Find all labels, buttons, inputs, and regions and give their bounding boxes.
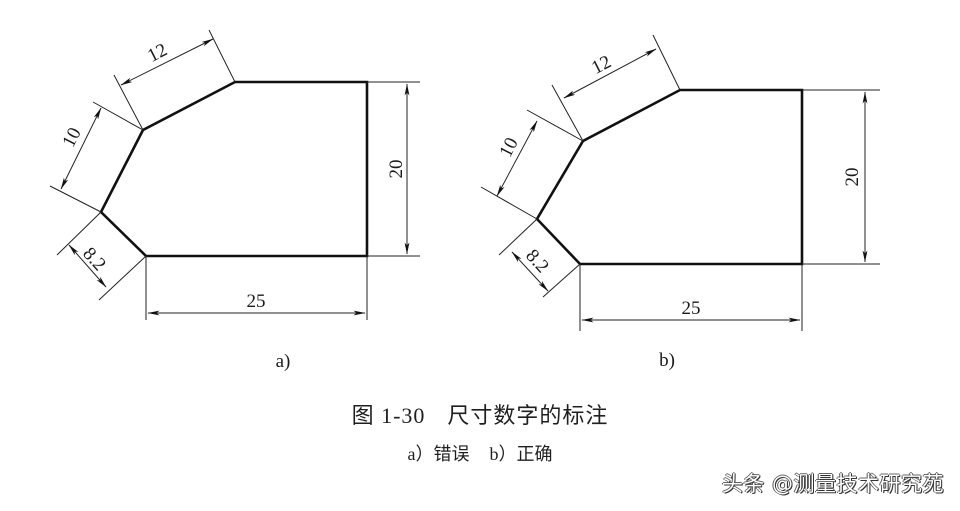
dim-8-2-a: 8.2 (78, 243, 109, 275)
dim-8-2-b: 8.2 (521, 245, 552, 277)
subcaption-b: b）正确 (489, 444, 553, 464)
dim-20-a: 20 (386, 160, 407, 179)
extension-lines-a (49, 29, 420, 320)
watermark: 头条 @测量技术研究苑 (721, 472, 944, 496)
dim-25-b: 25 (682, 298, 701, 319)
dimension-lines-b (496, 48, 868, 323)
panel-label-a: a) (276, 351, 291, 372)
panel-label-b: b) (659, 350, 675, 371)
figure-number: 图 1-30 (351, 403, 426, 428)
dim-12-b: 12 (588, 51, 614, 78)
dim-20-b: 20 (842, 168, 863, 187)
figure-caption: 图 1-30 尺寸数字的标注 (0, 398, 960, 430)
figure-subcaption: a）错误 b）正确 (0, 440, 960, 466)
panel-b: 12 10 8.2 20 25 b) (480, 34, 880, 371)
figure-title: 尺寸数字的标注 (447, 403, 609, 428)
part-outline-a (99, 80, 369, 258)
dim-10-b: 10 (495, 134, 522, 160)
panel-a: 12 10 8.2 20 25 a) (49, 29, 420, 372)
extension-lines-b (480, 34, 880, 331)
dim-25-a: 25 (247, 291, 266, 312)
dimension-lines-a (60, 38, 410, 316)
part-outline-b (535, 88, 804, 266)
subcaption-a: a）错误 (407, 444, 470, 464)
